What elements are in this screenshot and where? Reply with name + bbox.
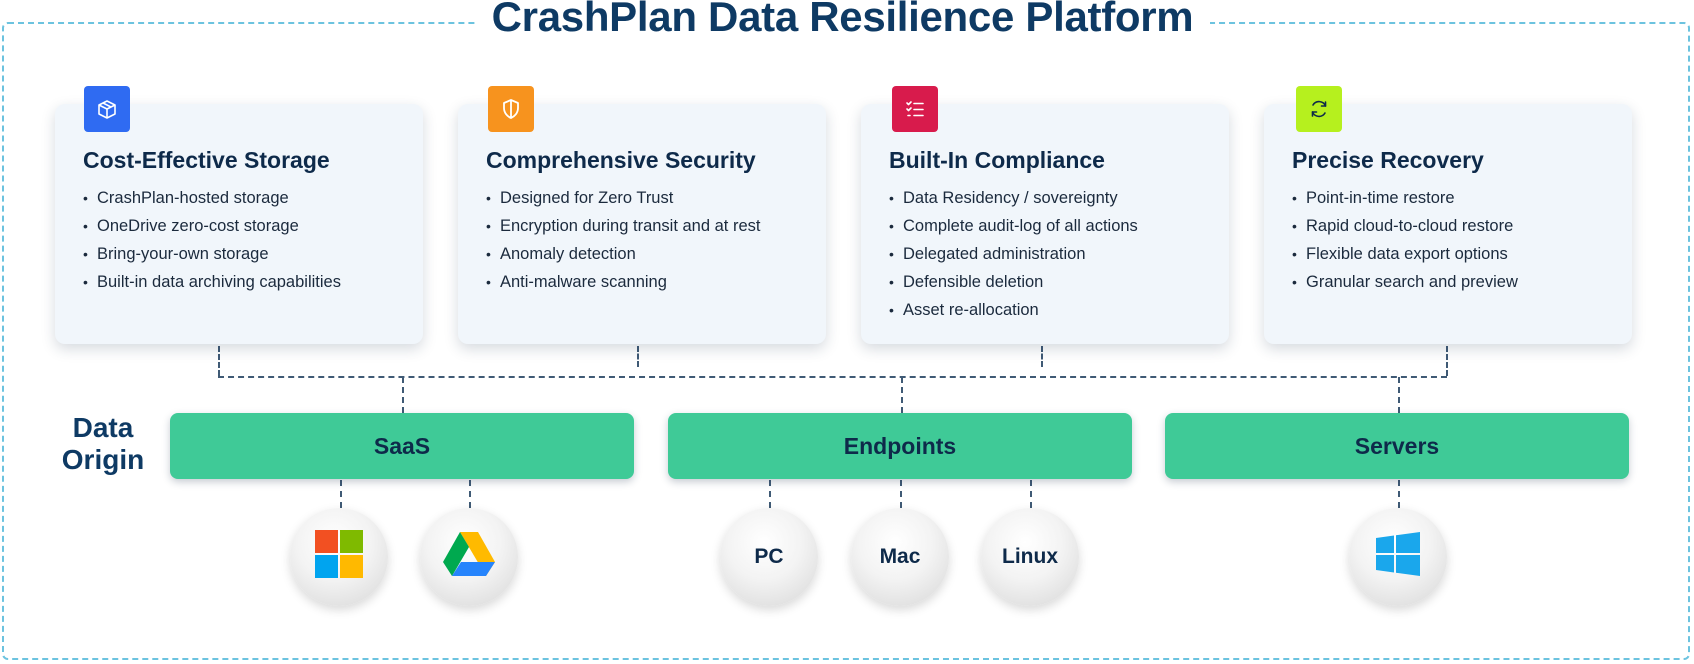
feature-card-security: Comprehensive Security Designed for Zero…	[458, 104, 826, 344]
source-google-drive	[420, 508, 518, 606]
origin-bar-saas: SaaS	[170, 413, 634, 479]
connector-line	[402, 377, 404, 413]
card-title: Built-In Compliance	[889, 147, 1105, 173]
list-item: Granular search and preview	[1292, 268, 1518, 296]
card-title: Comprehensive Security	[486, 147, 756, 173]
connector-line	[1041, 346, 1043, 367]
connector-line	[769, 480, 771, 508]
page-title: CrashPlan Data Resilience Platform	[475, 0, 1210, 42]
list-item: OneDrive zero-cost storage	[83, 212, 341, 240]
source-microsoft	[290, 508, 388, 606]
list-item: Bring-your-own storage	[83, 240, 341, 268]
list-item: Flexible data export options	[1292, 240, 1518, 268]
data-origin-label: Data Origin	[58, 412, 148, 476]
connector-line	[637, 346, 639, 367]
list-item: CrashPlan-hosted storage	[83, 184, 341, 212]
card-feature-list: Data Residency / sovereignty Complete au…	[889, 184, 1138, 324]
origin-bar-endpoints: Endpoints	[668, 413, 1132, 479]
connector-line	[1030, 480, 1032, 508]
refresh-icon	[1296, 86, 1342, 132]
microsoft-logo-icon	[315, 530, 363, 584]
card-title: Cost-Effective Storage	[83, 147, 330, 173]
card-feature-list: Designed for Zero Trust Encryption durin…	[486, 184, 760, 296]
connector-line	[340, 480, 342, 508]
feature-card-compliance: Built-In Compliance Data Residency / sov…	[861, 104, 1229, 344]
feature-card-recovery: Precise Recovery Point-in-time restore R…	[1264, 104, 1632, 344]
connector-line	[469, 480, 471, 508]
source-mac: Mac	[851, 508, 949, 606]
source-linux: Linux	[981, 508, 1079, 606]
connector-line	[1398, 480, 1400, 508]
connector-line	[1398, 377, 1400, 413]
shield-icon	[488, 86, 534, 132]
list-item: Built-in data archiving capabilities	[83, 268, 341, 296]
source-windows-server	[1349, 508, 1447, 606]
google-drive-logo-icon	[442, 530, 496, 584]
card-title: Precise Recovery	[1292, 147, 1484, 173]
list-item: Point-in-time restore	[1292, 184, 1518, 212]
list-item: Encryption during transit and at rest	[486, 212, 760, 240]
list-item: Complete audit-log of all actions	[889, 212, 1138, 240]
data-origin-label-line2: Origin	[61, 444, 145, 475]
list-item: Rapid cloud-to-cloud restore	[1292, 212, 1518, 240]
connector-line	[901, 377, 903, 413]
list-item: Anomaly detection	[486, 240, 760, 268]
list-item: Asset re-allocation	[889, 296, 1138, 324]
source-pc: PC	[720, 508, 818, 606]
data-origin-label-line1: Data	[72, 412, 134, 443]
card-feature-list: CrashPlan-hosted storage OneDrive zero-c…	[83, 184, 341, 296]
box-icon	[84, 86, 130, 132]
connector-line	[900, 480, 902, 508]
list-item: Anti-malware scanning	[486, 268, 760, 296]
connector-line	[218, 346, 220, 376]
connector-bus	[218, 376, 1447, 378]
list-item: Designed for Zero Trust	[486, 184, 760, 212]
origin-bar-servers: Servers	[1165, 413, 1629, 479]
list-item: Defensible deletion	[889, 268, 1138, 296]
feature-card-storage: Cost-Effective Storage CrashPlan-hosted …	[55, 104, 423, 344]
list-item: Delegated administration	[889, 240, 1138, 268]
list-item: Data Residency / sovereignty	[889, 184, 1138, 212]
windows-logo-icon	[1376, 532, 1420, 582]
checklist-icon	[892, 86, 938, 132]
connector-line	[1446, 346, 1448, 376]
card-feature-list: Point-in-time restore Rapid cloud-to-clo…	[1292, 184, 1518, 296]
